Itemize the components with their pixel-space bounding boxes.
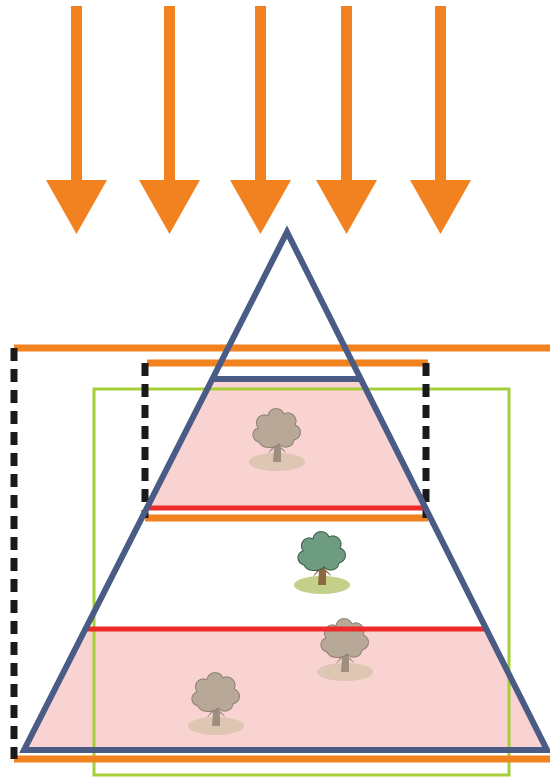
down-arrow-icon bbox=[410, 6, 471, 234]
tree-faded-icon bbox=[188, 672, 244, 735]
sunlight-arrows bbox=[46, 6, 471, 234]
down-arrow-icon bbox=[230, 6, 291, 234]
tree-faded-icon bbox=[249, 408, 305, 471]
green-boundary-box bbox=[92, 387, 511, 777]
down-arrow-icon bbox=[46, 6, 107, 234]
down-arrow-icon bbox=[139, 6, 200, 234]
tree-green-icon bbox=[294, 531, 350, 594]
pyramid-outline bbox=[19, 225, 550, 753]
down-arrow-icon bbox=[316, 6, 377, 234]
lower-shaded-band bbox=[24, 629, 547, 750]
